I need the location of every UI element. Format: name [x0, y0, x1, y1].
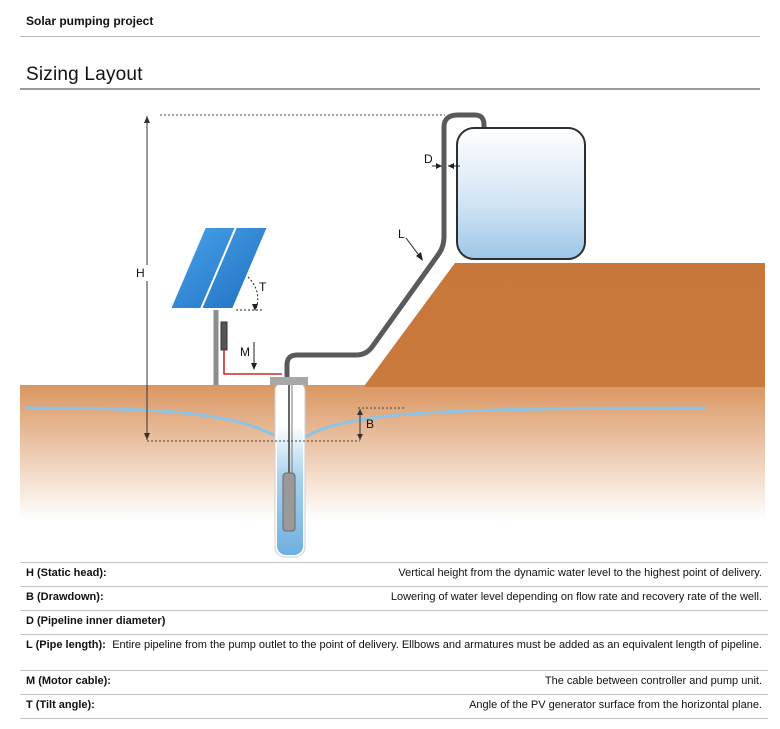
definition-desc: Entire pipeline from the pump outlet to … [112, 639, 762, 651]
water-table-line [24, 406, 706, 442]
dim-h-label-bg [134, 265, 148, 281]
definition-term: M (Motor cable): [26, 675, 111, 687]
dim-b-arrow-top [357, 409, 363, 415]
definition-row-m: M (Motor cable): The cable between contr… [20, 670, 768, 694]
definition-row-t: T (Tilt angle): Angle of the PV generato… [20, 694, 768, 719]
section-divider [20, 88, 760, 90]
dim-m-arrow [251, 363, 257, 370]
definition-row-l: L (Pipe length): Entire pipeline from th… [20, 634, 768, 670]
definition-term: T (Tilt angle): [26, 699, 95, 711]
definition-desc: Vertical height from the dynamic water l… [398, 567, 762, 579]
definition-row-d: D (Pipeline inner diameter) [20, 610, 768, 634]
submersible-pump [282, 472, 296, 532]
definition-row-h: H (Static head): Vertical height from th… [20, 562, 768, 586]
controller [220, 321, 228, 351]
definition-row-b: B (Drawdown): Lowering of water level de… [20, 586, 768, 610]
definition-desc: The cable between controller and pump un… [544, 675, 762, 687]
label-h: H [136, 266, 145, 280]
delivery-pipe [284, 112, 487, 377]
panel-divider [200, 226, 237, 310]
project-title: Solar pumping project [26, 14, 154, 28]
dim-l-arrow [416, 252, 423, 261]
motor-cable [223, 350, 282, 375]
definition-term: D (Pipeline inner diameter) [26, 615, 166, 627]
well-head [270, 377, 308, 385]
definition-desc: Lowering of water level depending on flo… [390, 591, 762, 603]
definition-term: L (Pipe length): [26, 639, 106, 651]
label-m: M [240, 345, 250, 359]
label-d: D [424, 152, 433, 166]
hill-top [365, 263, 765, 387]
dim-t-arrow [252, 304, 258, 311]
definition-desc: Angle of the PV generator surface from t… [469, 699, 762, 711]
definition-term: B (Drawdown): [26, 591, 104, 603]
dim-h-arrow-top [144, 116, 150, 123]
dim-b-arrow-bottom [357, 434, 363, 440]
header-divider [20, 36, 760, 37]
dim-t-arc [247, 276, 259, 310]
dim-h-arrow-bottom [144, 433, 150, 440]
label-t: T [259, 280, 267, 294]
label-l: L [398, 227, 405, 241]
definitions-table: H (Static head): Vertical height from th… [20, 562, 768, 719]
section-title: Sizing Layout [26, 64, 143, 85]
water-tank [456, 127, 586, 260]
sizing-diagram: H B D L M T [20, 112, 765, 558]
dim-d-head-left [436, 163, 442, 169]
dim-d-head-right [448, 163, 454, 169]
definition-term: H (Static head): [26, 567, 107, 579]
label-b: B [366, 417, 374, 431]
